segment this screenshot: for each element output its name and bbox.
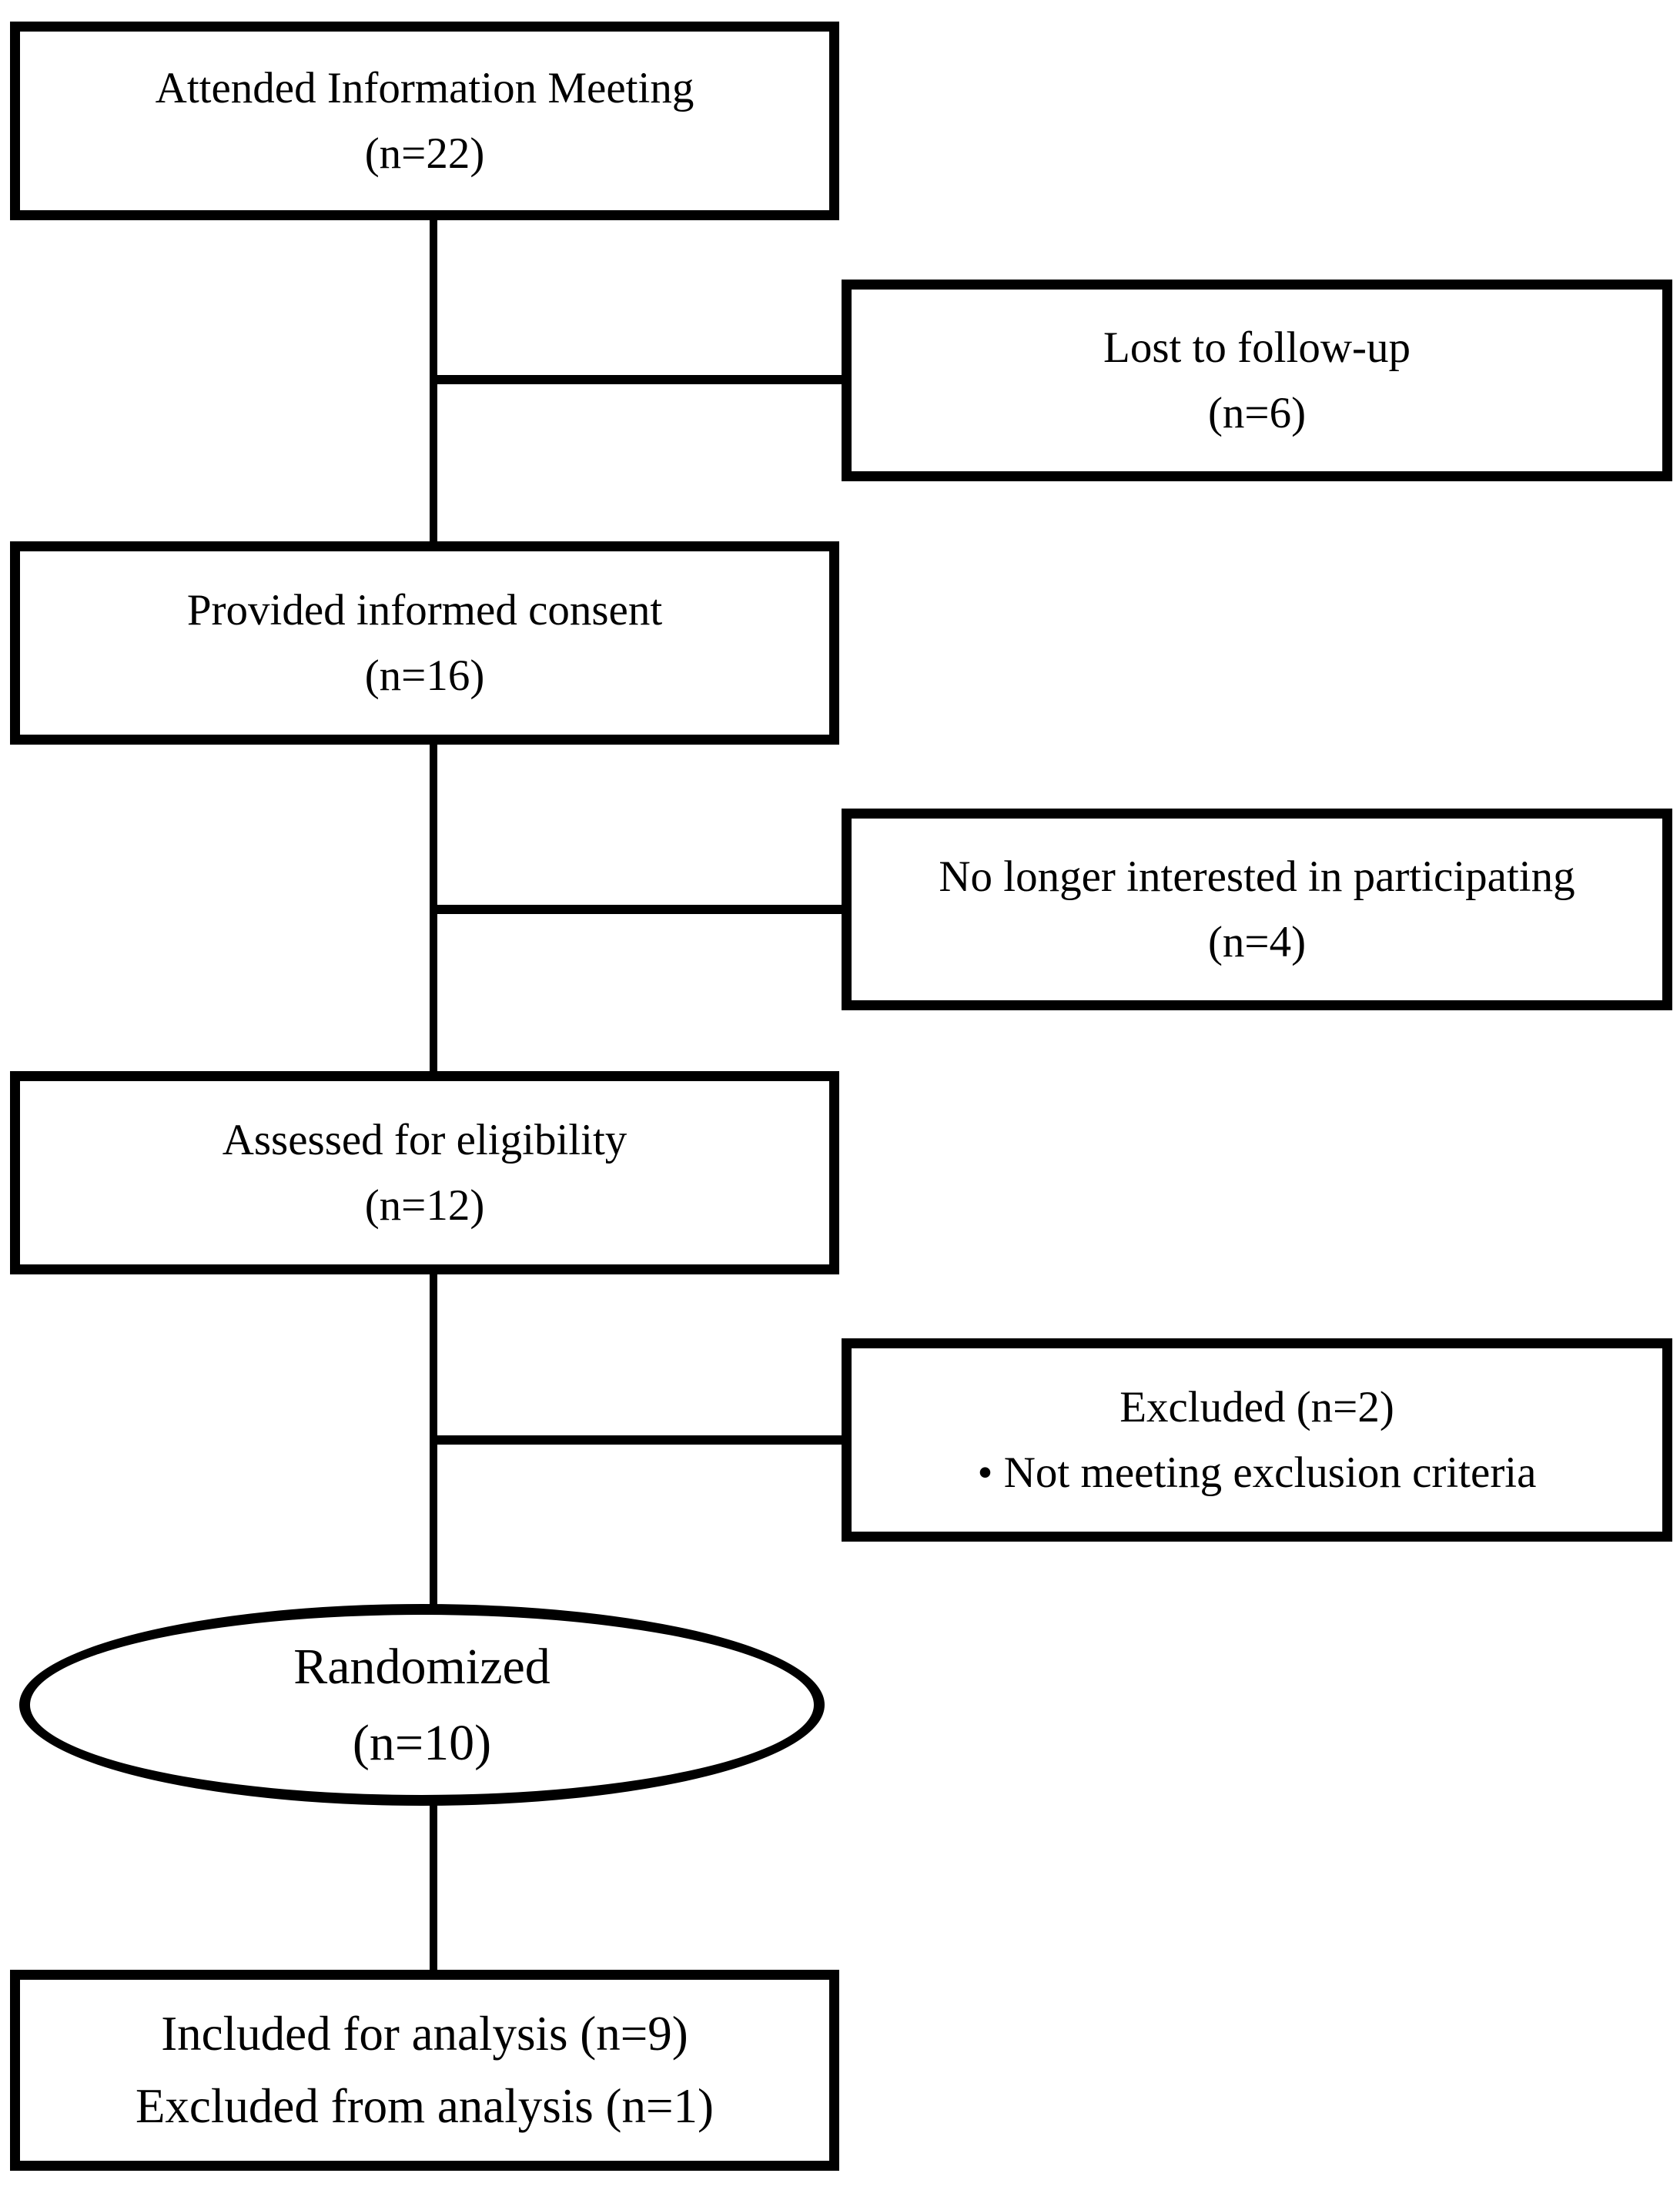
node-label: Assessed for eligibility xyxy=(222,1115,627,1164)
node-label-included: Included for analysis (n=9) xyxy=(161,2007,688,2061)
node-count: (n=12) xyxy=(364,1181,485,1230)
node-assessed-for-eligibility: Assessed for eligibility (n=12) xyxy=(10,1071,839,1274)
node-count: (n=16) xyxy=(364,651,485,700)
node-label-excluded: Excluded from analysis (n=1) xyxy=(135,2078,715,2133)
node-analysis: Included for analysis (n=9) Excluded fro… xyxy=(10,1970,839,2171)
node-reason-bullet: • Not meeting exclusion criteria xyxy=(977,1448,1537,1497)
node-count: (n=22) xyxy=(364,129,485,178)
connector-branch-lost-followup xyxy=(430,375,849,384)
node-lost-to-follow-up: Lost to follow-up (n=6) xyxy=(842,280,1672,481)
connector-randomized-to-analysis xyxy=(430,1798,437,1979)
node-excluded: Excluded (n=2) • Not meeting exclusion c… xyxy=(842,1338,1672,1542)
node-no-longer-interested: No longer interested in participating (n… xyxy=(842,809,1672,1010)
node-count: (n=6) xyxy=(1207,389,1307,437)
node-attended-information-meeting: Attended Information Meeting (n=22) xyxy=(10,22,839,220)
connector-branch-excluded xyxy=(430,1435,849,1445)
node-label: No longer interested in participating xyxy=(939,852,1575,901)
node-count: (n=10) xyxy=(352,1715,492,1771)
connector-branch-not-interested xyxy=(430,905,849,914)
node-label: Randomized xyxy=(293,1639,551,1695)
node-count: (n=4) xyxy=(1207,918,1307,966)
node-label: Lost to follow-up xyxy=(1103,323,1411,372)
node-label: Excluded (n=2) xyxy=(1119,1382,1394,1432)
node-provided-informed-consent: Provided informed consent (n=16) xyxy=(10,541,839,745)
node-randomized: Randomized (n=10) xyxy=(19,1604,825,1806)
node-label: Provided informed consent xyxy=(186,585,663,635)
node-label: Attended Information Meeting xyxy=(155,63,694,112)
